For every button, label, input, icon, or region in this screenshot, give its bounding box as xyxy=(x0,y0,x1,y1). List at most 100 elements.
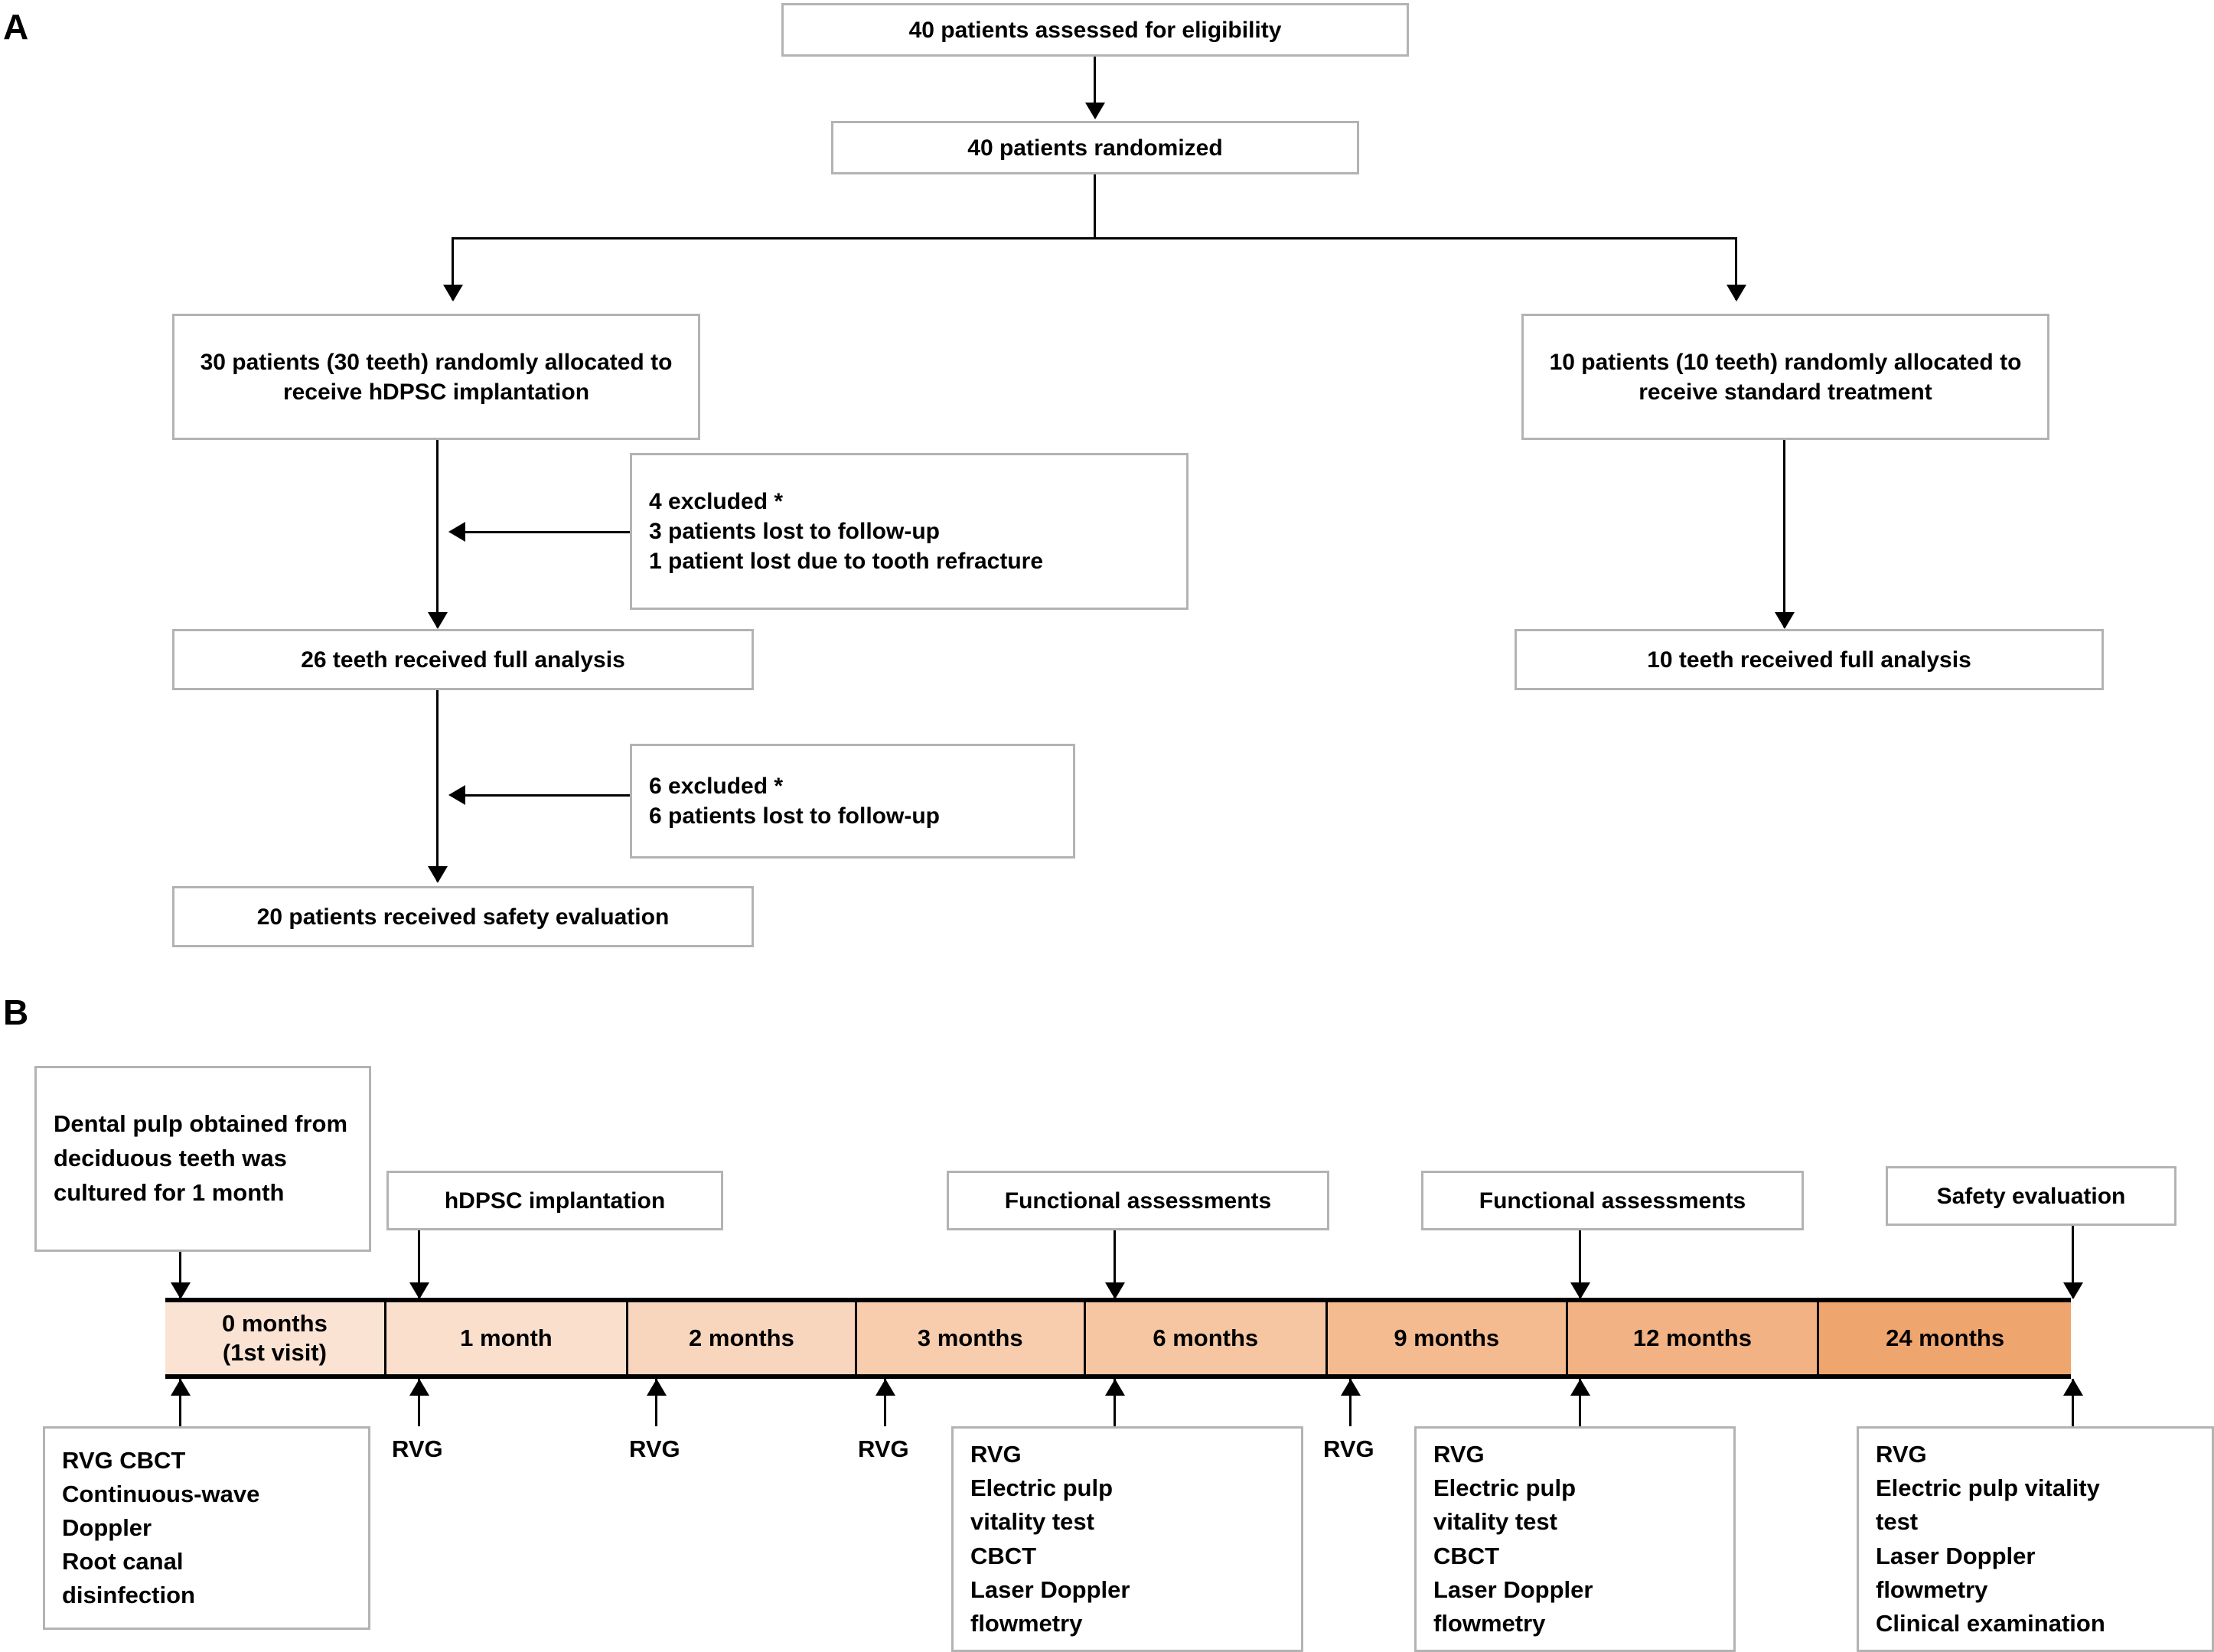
box-exclusion-1: 4 excluded * 3 patients lost to follow-u… xyxy=(630,453,1189,610)
connector-split-right xyxy=(1735,237,1737,300)
arrowhead-functional-2 xyxy=(1570,1282,1590,1299)
connector-functional-2-down xyxy=(1579,1230,1581,1298)
callout-bottom-visit-7: RVG Electric pulp vitality test Laser Do… xyxy=(1857,1426,2214,1652)
arrowhead-dental-pulp xyxy=(171,1282,191,1299)
arrowhead-exclusion-1 xyxy=(448,522,465,542)
timeline-segment-1-label: 1 month xyxy=(460,1325,553,1352)
timeline-segment-1: 1 month xyxy=(386,1302,629,1374)
callout-bottom-visit-4: RVG Electric pulp vitality test CBCT Las… xyxy=(951,1426,1303,1652)
box-randomized-text: 40 patients randomized xyxy=(967,135,1223,161)
callout-bottom-visit-4-text: RVG Electric pulp vitality test CBCT Las… xyxy=(970,1441,1130,1637)
arrowhead-to-analysis-hdpsc xyxy=(428,612,448,629)
box-exclusion-2-text: 6 excluded * 6 patients lost to follow-u… xyxy=(649,774,940,829)
box-analysis-hdpsc: 26 teeth received full analysis xyxy=(172,629,754,690)
timeline-segment-4-label: 6 months xyxy=(1153,1325,1259,1352)
connector-randomized-stem xyxy=(1094,174,1096,239)
callout-bottom-visit-0: RVG CBCT Continuous-wave Doppler Root ca… xyxy=(43,1426,370,1630)
connector-safety-down xyxy=(2072,1226,2074,1298)
callout-top-dental-pulp-text: Dental pulp obtained from deciduous teet… xyxy=(54,1110,348,1206)
connector-eligibility-to-randomized xyxy=(1094,57,1096,116)
timeline-segment-2: 2 months xyxy=(628,1302,857,1374)
connector-dental-pulp-down xyxy=(179,1252,181,1298)
arrowhead-to-safety xyxy=(428,866,448,883)
connector-functional-1-down xyxy=(1114,1230,1116,1298)
arrowhead-hdpsc-implantation xyxy=(409,1282,429,1299)
callout-bottom-visit-1: RVG xyxy=(392,1435,443,1462)
callout-bottom-visit-7-text: RVG Electric pulp vitality test Laser Do… xyxy=(1876,1441,2105,1637)
panel-a-label: A xyxy=(3,7,29,47)
timeline-segment-6-label: 12 months xyxy=(1632,1325,1752,1352)
box-arm-standard: 10 patients (10 teeth) randomly allocate… xyxy=(1521,314,2049,440)
arrowhead-to-analysis-standard xyxy=(1775,612,1795,629)
arrowhead-bottom-6 xyxy=(1570,1379,1590,1396)
connector-bottom-3 xyxy=(884,1379,886,1426)
callout-bottom-visit-2: RVG xyxy=(629,1435,680,1462)
timeline-segment-7-label: 24 months xyxy=(1886,1325,2005,1352)
connector-hdpsc-implantation-down xyxy=(418,1230,420,1298)
arrowhead-to-randomized xyxy=(1085,103,1105,119)
box-eligibility: 40 patients assessed for eligibility xyxy=(781,3,1409,57)
box-safety-evaluation: 20 patients received safety evaluation xyxy=(172,886,754,947)
connector-split-left xyxy=(452,237,454,300)
callout-top-dental-pulp: Dental pulp obtained from deciduous teet… xyxy=(34,1066,371,1252)
connector-bottom-0 xyxy=(179,1379,181,1426)
box-analysis-standard-text: 10 teeth received full analysis xyxy=(1647,647,1971,673)
connector-exclusion-2-line xyxy=(452,794,630,797)
arrowhead-bottom-4 xyxy=(1105,1379,1125,1396)
box-safety-evaluation-text: 20 patients received safety evaluation xyxy=(256,904,670,930)
callout-top-functional-assessments-1: Functional assessments xyxy=(947,1171,1329,1230)
connector-analysis-to-safety xyxy=(436,690,439,881)
callout-bottom-visit-6: RVG Electric pulp vitality test CBCT Las… xyxy=(1414,1426,1736,1652)
timeline-segment-2-label: 2 months xyxy=(689,1325,794,1352)
connector-bottom-4 xyxy=(1114,1379,1116,1426)
arrowhead-bottom-7 xyxy=(2063,1379,2083,1396)
callout-top-safety-evaluation-text: Safety evaluation xyxy=(1936,1183,2126,1209)
callout-bottom-visit-5: RVG xyxy=(1323,1435,1374,1462)
connector-bottom-1 xyxy=(418,1379,420,1426)
box-analysis-standard: 10 teeth received full analysis xyxy=(1515,629,2104,690)
box-randomized: 40 patients randomized xyxy=(831,121,1359,174)
timeline-segment-3: 3 months xyxy=(856,1302,1086,1374)
callout-bottom-visit-6-text: RVG Electric pulp vitality test CBCT Las… xyxy=(1433,1441,1593,1637)
timeline-segment-0-label: 0 months (1st visit) xyxy=(222,1310,328,1366)
arrowhead-bottom-3 xyxy=(875,1379,895,1396)
timeline-segment-7: 24 months xyxy=(1819,1302,2071,1374)
callout-bottom-visit-3: RVG xyxy=(858,1435,909,1462)
arrowhead-exclusion-2 xyxy=(448,785,465,805)
connector-standard-to-analysis xyxy=(1783,440,1785,627)
connector-bottom-7 xyxy=(2072,1379,2074,1426)
arrowhead-to-standard-arm xyxy=(1727,285,1746,301)
callout-top-functional-assessments-2-text: Functional assessments xyxy=(1479,1188,1746,1214)
study-timeline-bar: 0 months (1st visit) 1 month 2 months 3 mon… xyxy=(165,1298,2071,1379)
timeline-segment-0: 0 months (1st visit) xyxy=(165,1302,386,1374)
arrowhead-bottom-0 xyxy=(171,1379,191,1396)
connector-exclusion-1-line xyxy=(452,531,630,533)
panel-b-label: B xyxy=(3,992,29,1032)
box-exclusion-2: 6 excluded * 6 patients lost to follow-u… xyxy=(630,744,1075,859)
box-arm-hdpsc-text: 30 patients (30 teeth) randomly allocate… xyxy=(200,349,673,405)
box-arm-hdpsc: 30 patients (30 teeth) randomly allocate… xyxy=(172,314,700,440)
connector-split-horizontal xyxy=(452,237,1737,239)
arrowhead-to-hdpsc-arm xyxy=(443,285,463,301)
callout-top-hdpsc-implantation: hDPSC implantation xyxy=(386,1171,723,1230)
arrowhead-bottom-1 xyxy=(409,1379,429,1396)
box-arm-standard-text: 10 patients (10 teeth) randomly allocate… xyxy=(1549,349,2022,405)
arrowhead-bottom-5 xyxy=(1341,1379,1361,1396)
timeline-segment-6: 12 months xyxy=(1567,1302,1820,1374)
connector-bottom-6 xyxy=(1579,1379,1581,1426)
callout-bottom-visit-0-text: RVG CBCT Continuous-wave Doppler Root ca… xyxy=(62,1446,260,1609)
timeline-segment-5-label: 9 months xyxy=(1394,1325,1500,1352)
callout-top-functional-assessments-1-text: Functional assessments xyxy=(1004,1188,1272,1214)
arrowhead-bottom-2 xyxy=(647,1379,667,1396)
callout-top-hdpsc-implantation-text: hDPSC implantation xyxy=(444,1188,666,1214)
connector-bottom-5 xyxy=(1349,1379,1352,1426)
box-eligibility-text: 40 patients assessed for eligibility xyxy=(908,17,1282,43)
timeline-segment-4: 6 months xyxy=(1085,1302,1328,1374)
connector-hdpsc-to-analysis xyxy=(436,440,439,627)
timeline-segment-3-label: 3 months xyxy=(917,1325,1023,1352)
timeline-segment-5: 9 months xyxy=(1327,1302,1568,1374)
connector-bottom-2 xyxy=(655,1379,657,1426)
callout-top-functional-assessments-2: Functional assessments xyxy=(1421,1171,1804,1230)
callout-top-safety-evaluation: Safety evaluation xyxy=(1886,1166,2177,1226)
